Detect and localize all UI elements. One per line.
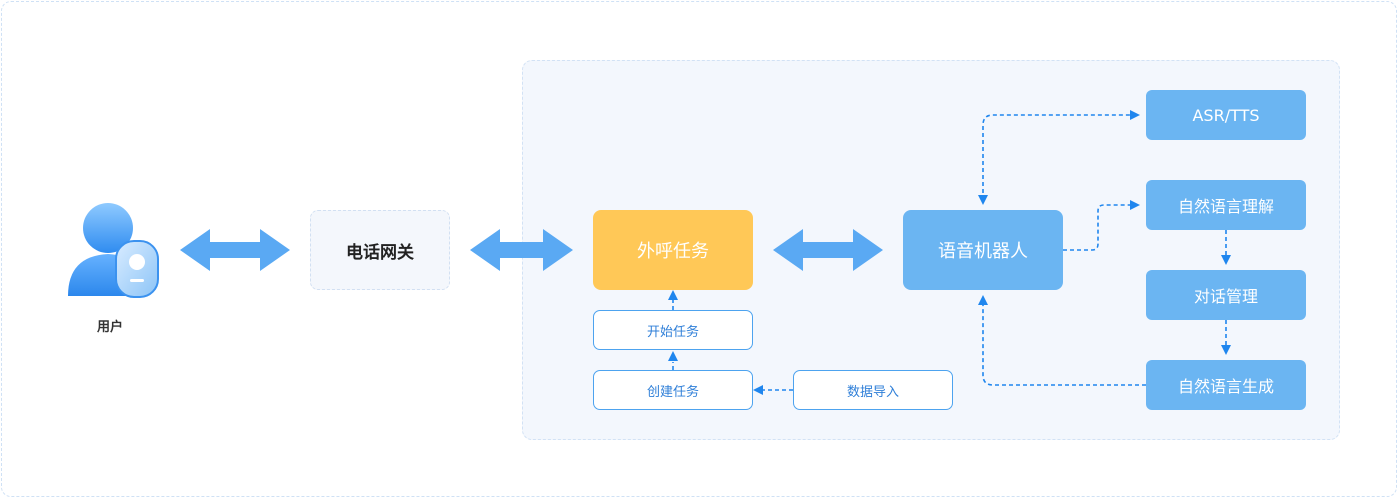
robot-asr-connector xyxy=(982,114,1133,200)
voice-robot-node: 语音机器人 xyxy=(903,210,1063,290)
double-headed-arrow-icon xyxy=(470,229,573,271)
dialog-management-node: 对话管理 xyxy=(1146,270,1306,320)
double-headed-arrow-icon xyxy=(180,229,290,271)
data-import-node: 数据导入 xyxy=(793,370,953,410)
nlu-node: 自然语言理解 xyxy=(1146,180,1306,230)
nlg-node: 自然语言生成 xyxy=(1146,360,1306,410)
user-label: 用户 xyxy=(96,320,123,335)
double-headed-arrow-icon xyxy=(773,229,883,271)
create-task-node: 创建任务 xyxy=(593,370,753,410)
start-task-node: 开始任务 xyxy=(593,310,753,350)
nlg-robot-connector xyxy=(982,305,1146,386)
robot-nlu-connector xyxy=(1063,204,1133,251)
outbound-task-node: 外呼任务 xyxy=(593,210,753,290)
phone-gateway-node: 电话网关 xyxy=(310,210,450,290)
asr-tts-node: ASR/TTS xyxy=(1146,90,1306,140)
